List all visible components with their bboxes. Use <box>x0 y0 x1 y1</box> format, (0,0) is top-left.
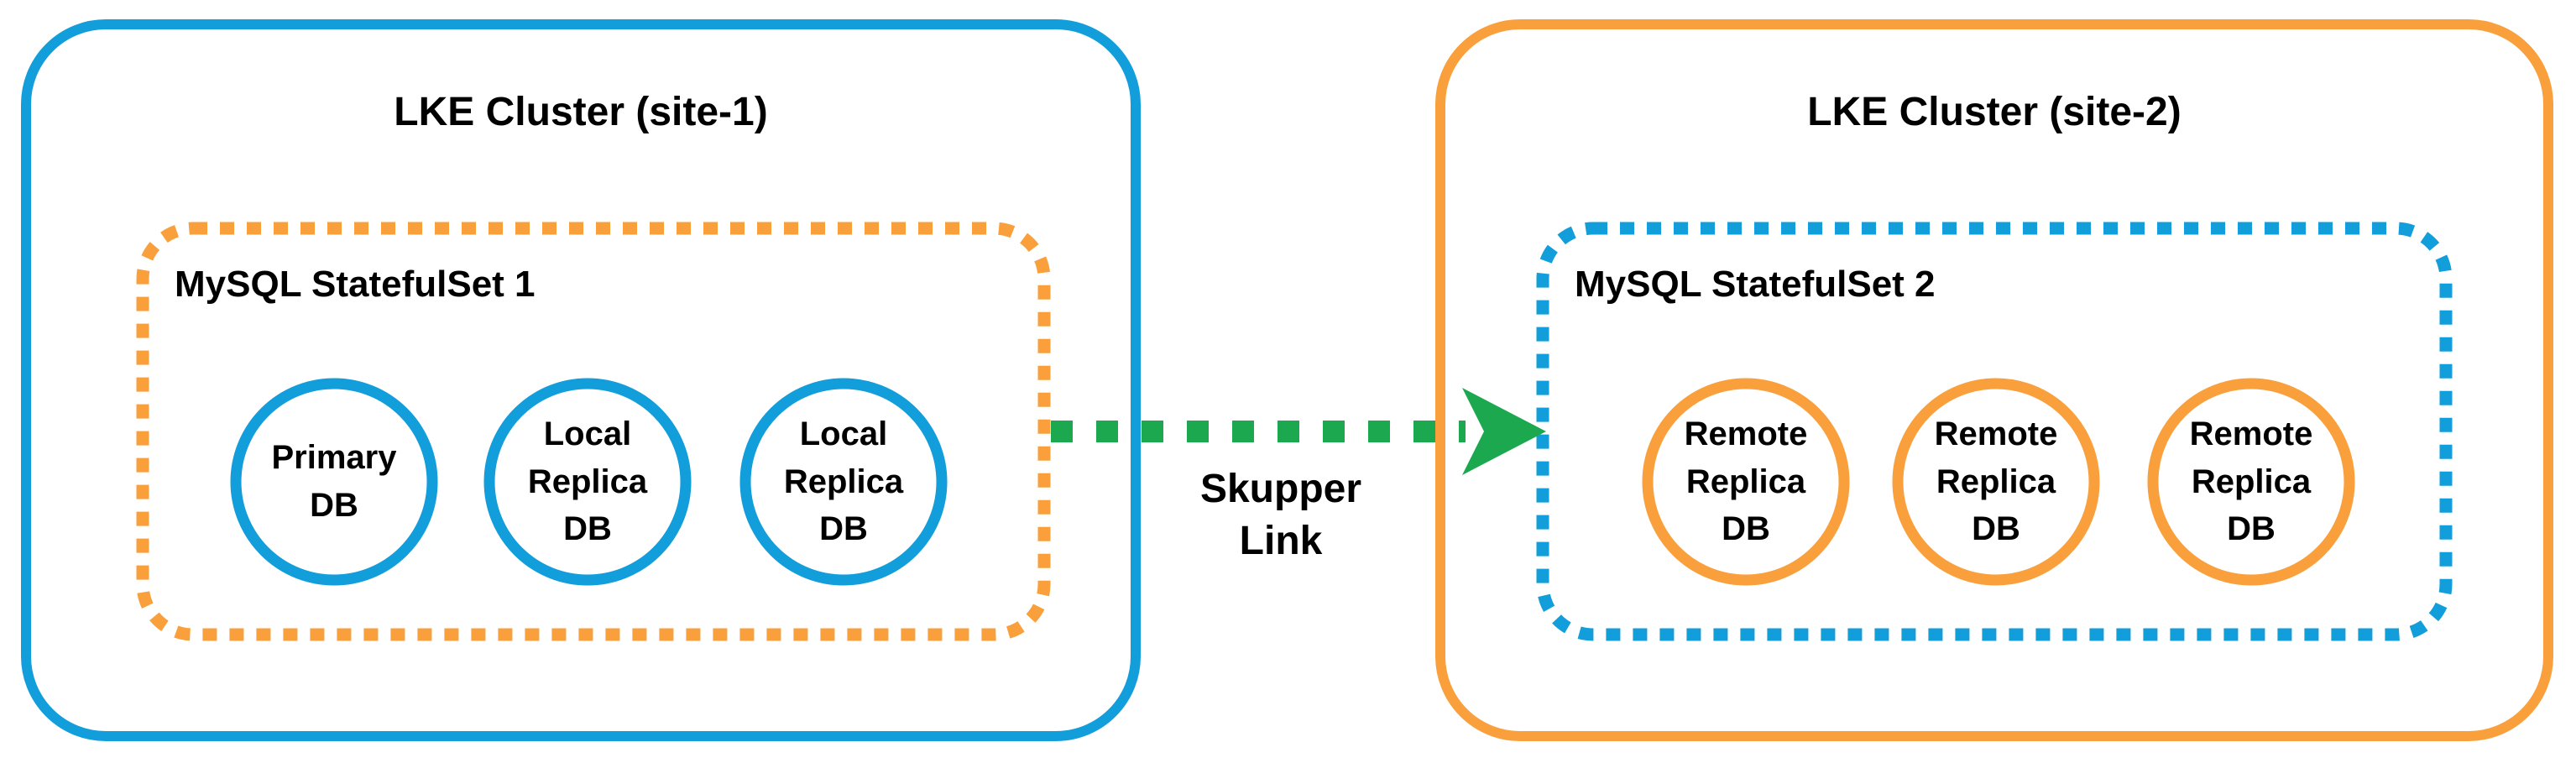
site2-statefulset-border <box>1536 222 2453 641</box>
site1-pod-primary-db-label: Primary DB <box>271 439 397 524</box>
site1-pod-local-replica-db-label-1: Local Replica DB <box>527 415 648 548</box>
site1-local-replica-db-circle-2 <box>739 378 948 586</box>
site1-primary-db-circle <box>230 378 438 586</box>
site1-local-replica-db-circle-1 <box>483 378 692 586</box>
site2-remote-replica-db-circle-1 <box>1642 378 1850 586</box>
site1-statefulset-border <box>136 222 1051 641</box>
site2-remote-replica-db-circle-3 <box>2147 378 2355 586</box>
site2-pod-remote-replica-db-label-3: Remote Replica DB <box>2189 415 2313 548</box>
site1-cluster-title: LKE Cluster (site-1) <box>394 90 768 134</box>
site2-pod-remote-replica-db-label-1: Remote Replica DB <box>1684 415 1808 548</box>
site2-pod-remote-replica-db-label-2: Remote Replica DB <box>1934 415 2058 548</box>
skupper-link-arrowhead <box>1462 388 1546 475</box>
site2-cluster-border <box>1435 19 2553 741</box>
site1-cluster-border <box>21 19 1141 741</box>
site1-pod-local-replica-db-label-2: Local Replica DB <box>783 415 904 548</box>
site2-statefulset-label: MySQL StatefulSet 2 <box>1575 264 1936 305</box>
site1-statefulset-label: MySQL StatefulSet 1 <box>175 264 536 305</box>
skupper-link-label: Skupper Link <box>1199 467 1362 564</box>
site2-remote-replica-db-circle-2 <box>1892 378 2100 586</box>
site2-cluster-title: LKE Cluster (site-2) <box>1807 90 2182 134</box>
